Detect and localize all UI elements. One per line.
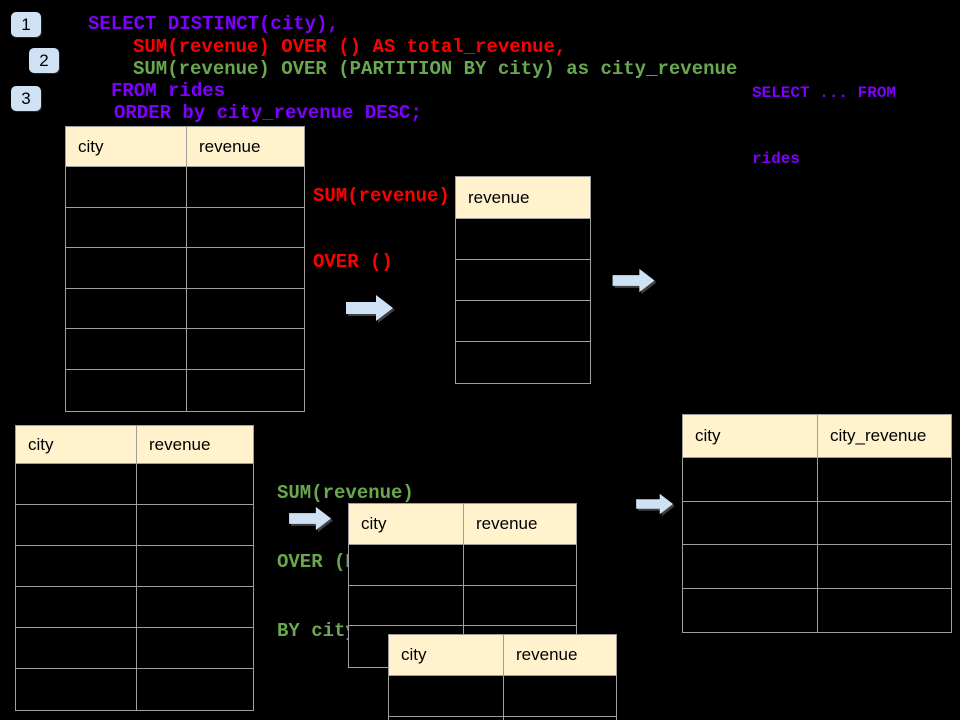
right-arrow-icon bbox=[636, 493, 674, 515]
table-row bbox=[66, 207, 304, 249]
sql-line-city-revenue: SUM(revenue) OVER (PARTITION BY city) as… bbox=[133, 58, 738, 80]
annotation-total-line-2: OVER () bbox=[313, 251, 393, 273]
sql-line-select: SELECT DISTINCT(city), bbox=[88, 13, 339, 35]
table-partition-overlay-header: city revenue bbox=[389, 635, 616, 676]
table-city-revenue-result: city city_revenue bbox=[682, 414, 952, 633]
step-badge-1: 1 bbox=[11, 12, 41, 37]
column-header-revenue: revenue bbox=[476, 514, 538, 533]
table-row bbox=[456, 260, 590, 301]
annotation-partition-line-1: SUM(revenue) bbox=[277, 482, 414, 504]
table-row bbox=[16, 546, 253, 587]
flow-arrow-partition-2 bbox=[632, 493, 678, 515]
table-row bbox=[389, 676, 616, 717]
sql-line-from: FROM rides bbox=[111, 80, 226, 102]
table-source-top: city revenue bbox=[65, 126, 305, 412]
right-arrow-icon bbox=[289, 506, 332, 531]
table-row bbox=[683, 588, 951, 632]
column-header-revenue: revenue bbox=[149, 434, 211, 454]
table-row bbox=[16, 628, 253, 669]
table-row bbox=[456, 301, 590, 342]
right-arrow-icon bbox=[612, 268, 655, 293]
column-header-city: city bbox=[16, 426, 137, 463]
table-source-top-header: city revenue bbox=[66, 127, 304, 167]
table-row bbox=[683, 458, 951, 502]
flow-arrow-total-1 bbox=[346, 294, 394, 322]
column-header-revenue: revenue bbox=[468, 187, 530, 207]
table-city-revenue-result-header: city city_revenue bbox=[683, 415, 951, 458]
step-badge-2: 2 bbox=[29, 48, 59, 73]
sql-line-order-by: ORDER by city_revenue DESC; bbox=[114, 102, 422, 124]
column-header-revenue: revenue bbox=[516, 645, 578, 664]
table-row bbox=[349, 545, 576, 586]
table-partition-mid-header: city revenue bbox=[349, 504, 576, 545]
right-arrow-icon bbox=[346, 295, 393, 321]
sql-side-snippet: SELECT ... FROM rides bbox=[752, 38, 896, 214]
flow-arrow-total-2 bbox=[612, 268, 656, 293]
column-header-city: city bbox=[349, 504, 464, 544]
table-row bbox=[349, 585, 576, 626]
sql-side-line-2: rides bbox=[752, 150, 801, 168]
table-row bbox=[16, 464, 253, 505]
table-total-result-header: revenue bbox=[456, 177, 590, 219]
table-source-bottom: city revenue bbox=[15, 425, 254, 711]
table-row bbox=[16, 505, 253, 546]
table-source-bottom-header: city revenue bbox=[16, 426, 253, 464]
sql-line-total-revenue: SUM(revenue) OVER () AS total_revenue, bbox=[133, 36, 567, 58]
table-row bbox=[66, 369, 304, 411]
column-header-city-revenue: city_revenue bbox=[830, 426, 927, 445]
column-header-city: city bbox=[66, 127, 187, 166]
table-row bbox=[16, 669, 253, 710]
table-row bbox=[66, 329, 304, 370]
table-row bbox=[66, 288, 304, 330]
table-row bbox=[16, 587, 253, 628]
column-header-city: city bbox=[683, 415, 818, 457]
table-row bbox=[66, 248, 304, 289]
table-partition-overlay: city revenue bbox=[388, 634, 617, 720]
column-header-city: city bbox=[389, 635, 504, 675]
table-row bbox=[456, 342, 590, 383]
annotation-total-line-1: SUM(revenue) bbox=[313, 185, 450, 207]
flow-arrow-partition-1 bbox=[287, 506, 334, 531]
table-row bbox=[66, 167, 304, 208]
step-badge-3: 3 bbox=[11, 86, 41, 111]
table-total-result: revenue bbox=[455, 176, 591, 384]
table-row bbox=[683, 545, 951, 589]
annotation-total-window: SUM(revenue) OVER () bbox=[313, 141, 450, 317]
table-row bbox=[389, 716, 616, 720]
sql-side-line-1: SELECT ... FROM bbox=[752, 84, 897, 102]
table-row bbox=[456, 219, 590, 260]
column-header-revenue: revenue bbox=[199, 136, 261, 156]
table-row bbox=[683, 501, 951, 545]
